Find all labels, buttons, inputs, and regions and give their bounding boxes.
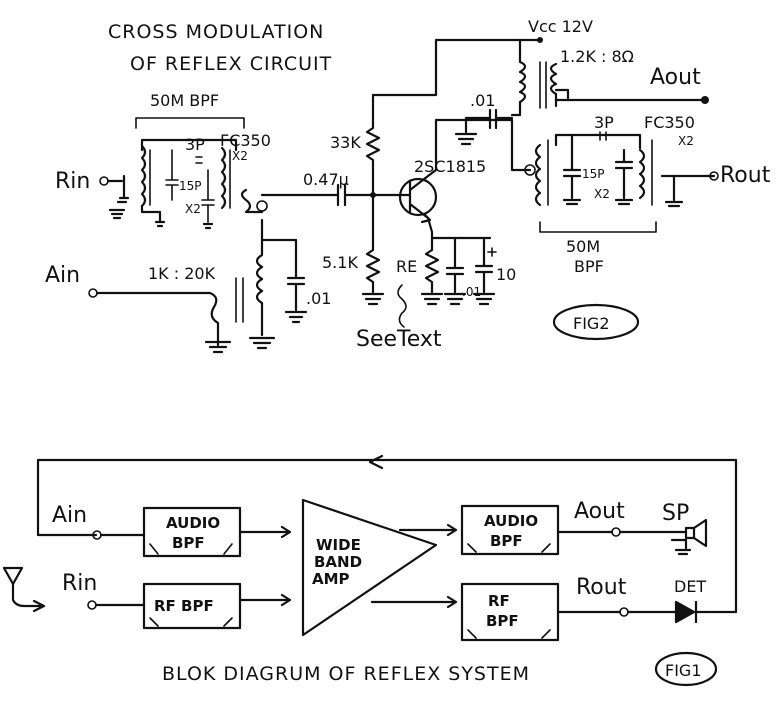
fig1-caption: BLOK DIAGRUM OF REFLEX SYSTEM [162, 663, 530, 685]
cap-047-label: 0.47μ [303, 170, 349, 189]
feedback-loop [36, 454, 738, 614]
fig1-badge: FIG1 [654, 651, 718, 687]
input-cap-15p: 15P [179, 179, 202, 193]
input-bandpass-filter: 15P X2 3P FC350 X2 [140, 131, 271, 230]
audio-bpf-in-line2: BPF [172, 534, 205, 552]
diode-icon [674, 600, 708, 624]
cap-01-in-label: .01 [306, 289, 331, 308]
audio-bpf-out-line1: AUDIO [484, 512, 538, 530]
audio-bpf-in-line1: AUDIO [166, 514, 220, 532]
output-bpf-label-1: 50M [566, 237, 600, 256]
output-x2-lower: X2 [594, 187, 610, 201]
trans-in-ratio: 1K : 20K [148, 264, 216, 283]
wide-band-amp: WIDE BAND AMP [301, 498, 438, 637]
fig1-ain-label: Ain [52, 503, 87, 528]
vcc-label: Vcc 12V [528, 17, 593, 36]
output-x2-upper: X2 [678, 134, 694, 148]
sp-label: SP [662, 501, 689, 526]
speaker-icon [670, 518, 708, 556]
amp-line2: BAND [314, 553, 362, 571]
transistor-label: 2SC1815 [414, 157, 486, 176]
r33k-label: 33K [330, 133, 361, 152]
ain-terminal [88, 288, 98, 298]
det-label: DET [674, 577, 706, 596]
input-x2-upper: X2 [232, 149, 248, 163]
output-coil-fc350: FC350 [644, 113, 695, 132]
fig1-rin-path: Rin RF BPF [2, 566, 292, 630]
rout-label: Rout [720, 163, 771, 188]
rf-bpf-out-block: RF BPF [460, 582, 560, 642]
rf-bpf-in-label: RF BPF [154, 597, 214, 615]
fig2-label: FIG2 [573, 314, 610, 333]
rf-bpf-out-line2: BPF [486, 612, 519, 630]
transistor-2sc1815: Vcc 12V 2SC1815 RE SeeText .01 10 [356, 17, 593, 352]
fig2-title-line1: CROSS MODULATION [108, 21, 324, 43]
re-label: RE [396, 257, 417, 276]
rout-terminal [709, 171, 719, 181]
aout-label: Aout [650, 65, 701, 90]
amp-line1: WIDE [316, 536, 361, 554]
cap-01-emitter: .01 [462, 285, 481, 299]
fig1-rout-path: RF BPF Rout DET [370, 575, 708, 642]
fig1-aout-label: Aout [574, 499, 625, 524]
trans-out-ratio: 1.2K : 8Ω [560, 47, 634, 66]
rin-label: Rin [55, 169, 90, 194]
output-cap-15p: 15P [582, 167, 605, 181]
fig1-label: FIG1 [665, 661, 702, 680]
rin-terminal [99, 176, 109, 186]
bias-network: 33K 5.1K [322, 93, 385, 306]
ain-label: Ain [45, 263, 80, 288]
input-cap-3p: 3P [185, 135, 205, 154]
output-bpf-label-2: BPF [574, 257, 604, 276]
coupling-cap-047: 0.47μ [260, 170, 402, 207]
fig1-rin-label: Rin [62, 571, 97, 596]
amp-line3: AMP [312, 570, 350, 588]
see-text-label: SeeText [356, 327, 442, 352]
audio-bpf-out-block: AUDIO BPF [460, 504, 560, 556]
input-x2-lower: X2 [185, 202, 201, 216]
fig1-aout-path: AUDIO BPF Aout SP [398, 499, 708, 556]
rf-bpf-out-line1: RF [488, 592, 510, 610]
input-bpf-bracket: 50M BPF [135, 91, 245, 129]
audio-bpf-in-block: AUDIO BPF [142, 506, 242, 558]
cap-10-label: 10 [496, 265, 516, 284]
output-network: 1.2K : 8Ω Aout .01 15P X2 3P FC350 X2 Ro… [434, 38, 771, 276]
input-bpf-label: 50M BPF [150, 91, 219, 110]
audio-bpf-out-line2: BPF [490, 532, 523, 550]
input-coil-fc350: FC350 [220, 131, 271, 150]
cap-01-out-label: .01 [470, 91, 495, 110]
r51k-label: 5.1K [322, 253, 358, 272]
fig2-badge: FIG2 [552, 303, 640, 341]
fig1-ain-path: Ain AUDIO BPF [52, 503, 292, 558]
ain-input: Ain 1K : 20K .01 [45, 218, 331, 354]
rf-bpf-in-block: RF BPF [142, 582, 242, 630]
rin-input: Rin [55, 169, 130, 220]
output-cap-3p: 3P [594, 113, 614, 132]
fig2-title-line2: OF REFLEX CIRCUIT [130, 53, 332, 75]
fig1-rout-label: Rout [576, 575, 627, 600]
